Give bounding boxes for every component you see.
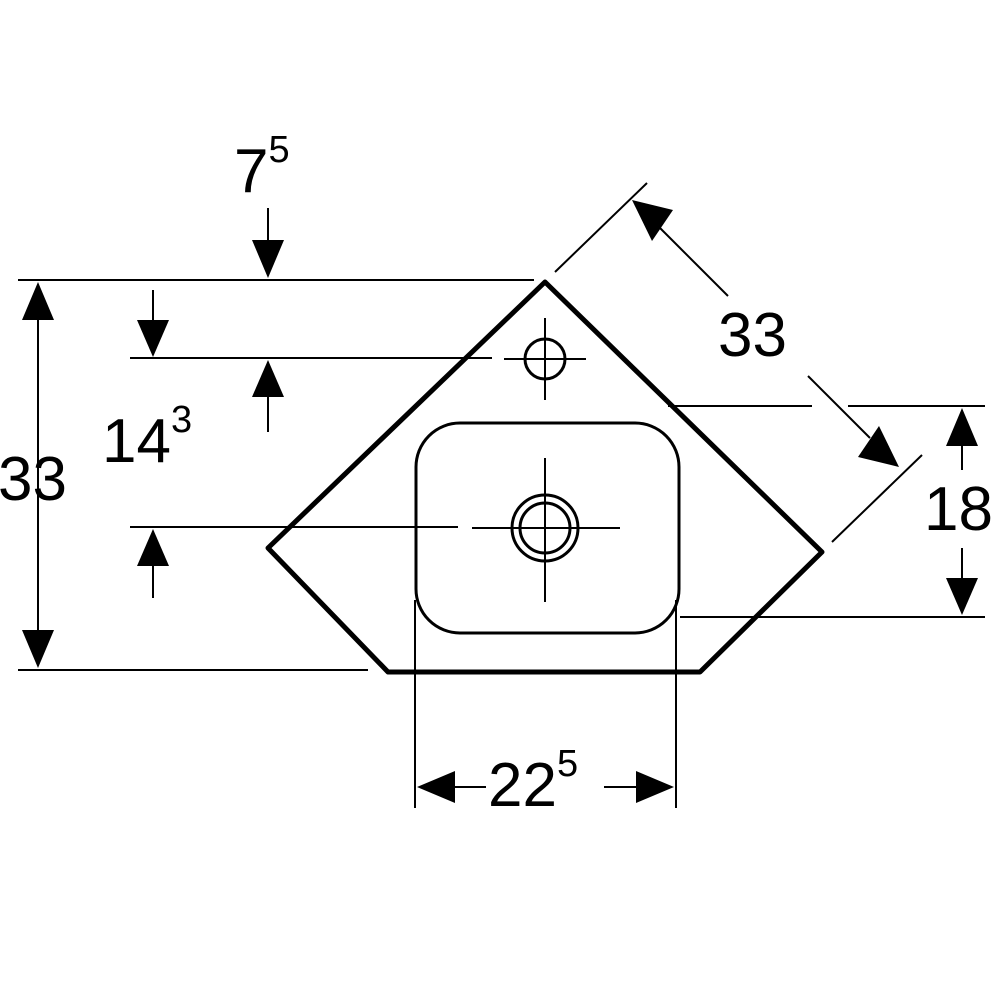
- dimension-label-hole-offset-sup: 3: [171, 399, 192, 441]
- arrow-up: [22, 282, 54, 320]
- svg-text:75: 75: [234, 129, 290, 206]
- extension-lines: [18, 182, 985, 808]
- dimension-bottom-width: 225: [417, 743, 674, 820]
- arrow-down: [252, 240, 284, 278]
- drain-hole: [472, 458, 620, 602]
- svg-text:33: 33: [718, 301, 787, 370]
- arrow-down: [946, 578, 978, 615]
- arrow-down: [22, 630, 54, 668]
- svg-text:225: 225: [488, 743, 578, 820]
- dimension-top-offset: 75: [234, 129, 290, 278]
- dimension-label-diagonal: 33: [718, 301, 787, 370]
- arrow-down: [137, 320, 169, 357]
- dimension-label-right-depth: 18: [924, 475, 993, 544]
- arrow-up: [137, 529, 169, 566]
- dimension-left-height: 33: [0, 282, 67, 668]
- basin-body: [265, 279, 825, 675]
- dimension-label-bottom-width-sup: 5: [557, 743, 578, 785]
- arrow-right: [636, 771, 674, 803]
- svg-text:18: 18: [924, 475, 993, 544]
- arrow-up: [946, 408, 978, 446]
- dimension-hole-offset: 143: [102, 290, 284, 598]
- dimension-diagonal: 33: [632, 200, 899, 467]
- tap-hole: [504, 318, 586, 400]
- svg-text:143: 143: [102, 399, 192, 476]
- dimension-right-depth: 18: [924, 408, 993, 615]
- dimension-label-top-offset: 7: [234, 137, 268, 206]
- arrow-down-right: [858, 426, 899, 467]
- dimension-label-top-offset-sup: 5: [268, 129, 289, 171]
- dimension-label-hole-offset: 14: [102, 407, 171, 476]
- arrow-left: [417, 771, 455, 803]
- svg-text:33: 33: [0, 445, 67, 514]
- dimension-label-bottom-width: 22: [488, 751, 557, 820]
- dimension-label-left-height: 33: [0, 445, 67, 514]
- arrow-up-left: [632, 200, 673, 241]
- arrow-up: [252, 360, 284, 397]
